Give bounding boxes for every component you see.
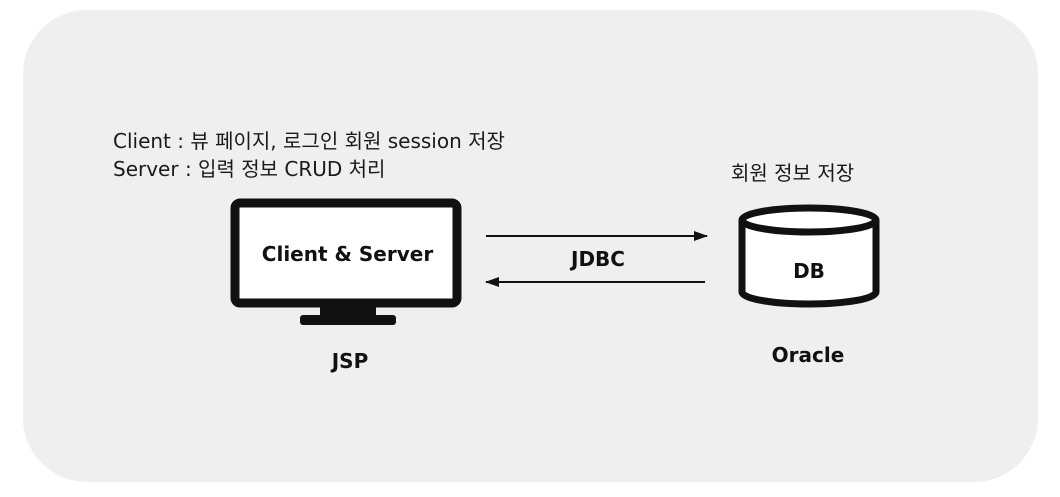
- monitor-label: Client & Server: [261, 242, 434, 266]
- db-description: 회원 정보 저장: [731, 161, 855, 185]
- db-label: DB: [793, 259, 825, 283]
- monitor-icon: [230, 198, 462, 325]
- oracle-label: Oracle: [771, 343, 845, 367]
- client-description: Client : 뷰 페이지, 로그인 회원 session 저장: [113, 129, 505, 153]
- database-icon: [738, 204, 880, 308]
- server-description: Server : 입력 정보 CRUD 처리: [113, 157, 386, 181]
- jdbc-label: JDBC: [571, 247, 625, 271]
- jsp-label: JSP: [331, 349, 369, 373]
